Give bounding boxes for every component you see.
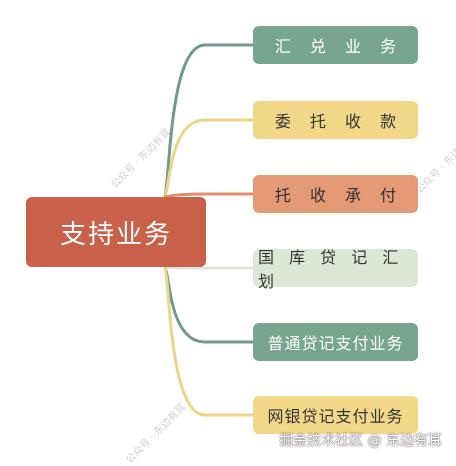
node-label: 委 托 收 款	[274, 112, 404, 131]
root-node-support-business: 支持业务	[26, 197, 206, 267]
node-remittance: 汇 兑 业 务	[253, 26, 418, 64]
root-node-label: 支持业务	[59, 219, 172, 250]
node-label: 网银贷记支付业务	[267, 407, 404, 426]
node-collection-acceptance: 托 收 承 付	[253, 175, 418, 213]
connector-line	[163, 265, 256, 344]
node-label: 托 收 承 付	[274, 186, 404, 205]
node-label: 国 库 贷 记 汇 划	[258, 248, 404, 291]
credit-caption: 掘金技术社区 @ 东边有耳	[279, 433, 442, 449]
node-label: 汇 兑 业 务	[274, 37, 404, 56]
node-entrusted-collection: 委 托 收 款	[253, 101, 418, 139]
connector-line	[163, 192, 256, 199]
connector-line	[163, 265, 256, 417]
node-general-credit-payment: 普通贷记支付业务	[253, 323, 418, 361]
node-treasury-credit-transfer: 国 库 贷 记 汇 划	[253, 248, 418, 291]
node-label: 普通贷记支付业务	[267, 334, 404, 353]
connector-line	[163, 118, 256, 199]
connector-line	[163, 265, 256, 270]
node-online-banking-credit-payment: 网银贷记支付业务	[253, 396, 418, 434]
